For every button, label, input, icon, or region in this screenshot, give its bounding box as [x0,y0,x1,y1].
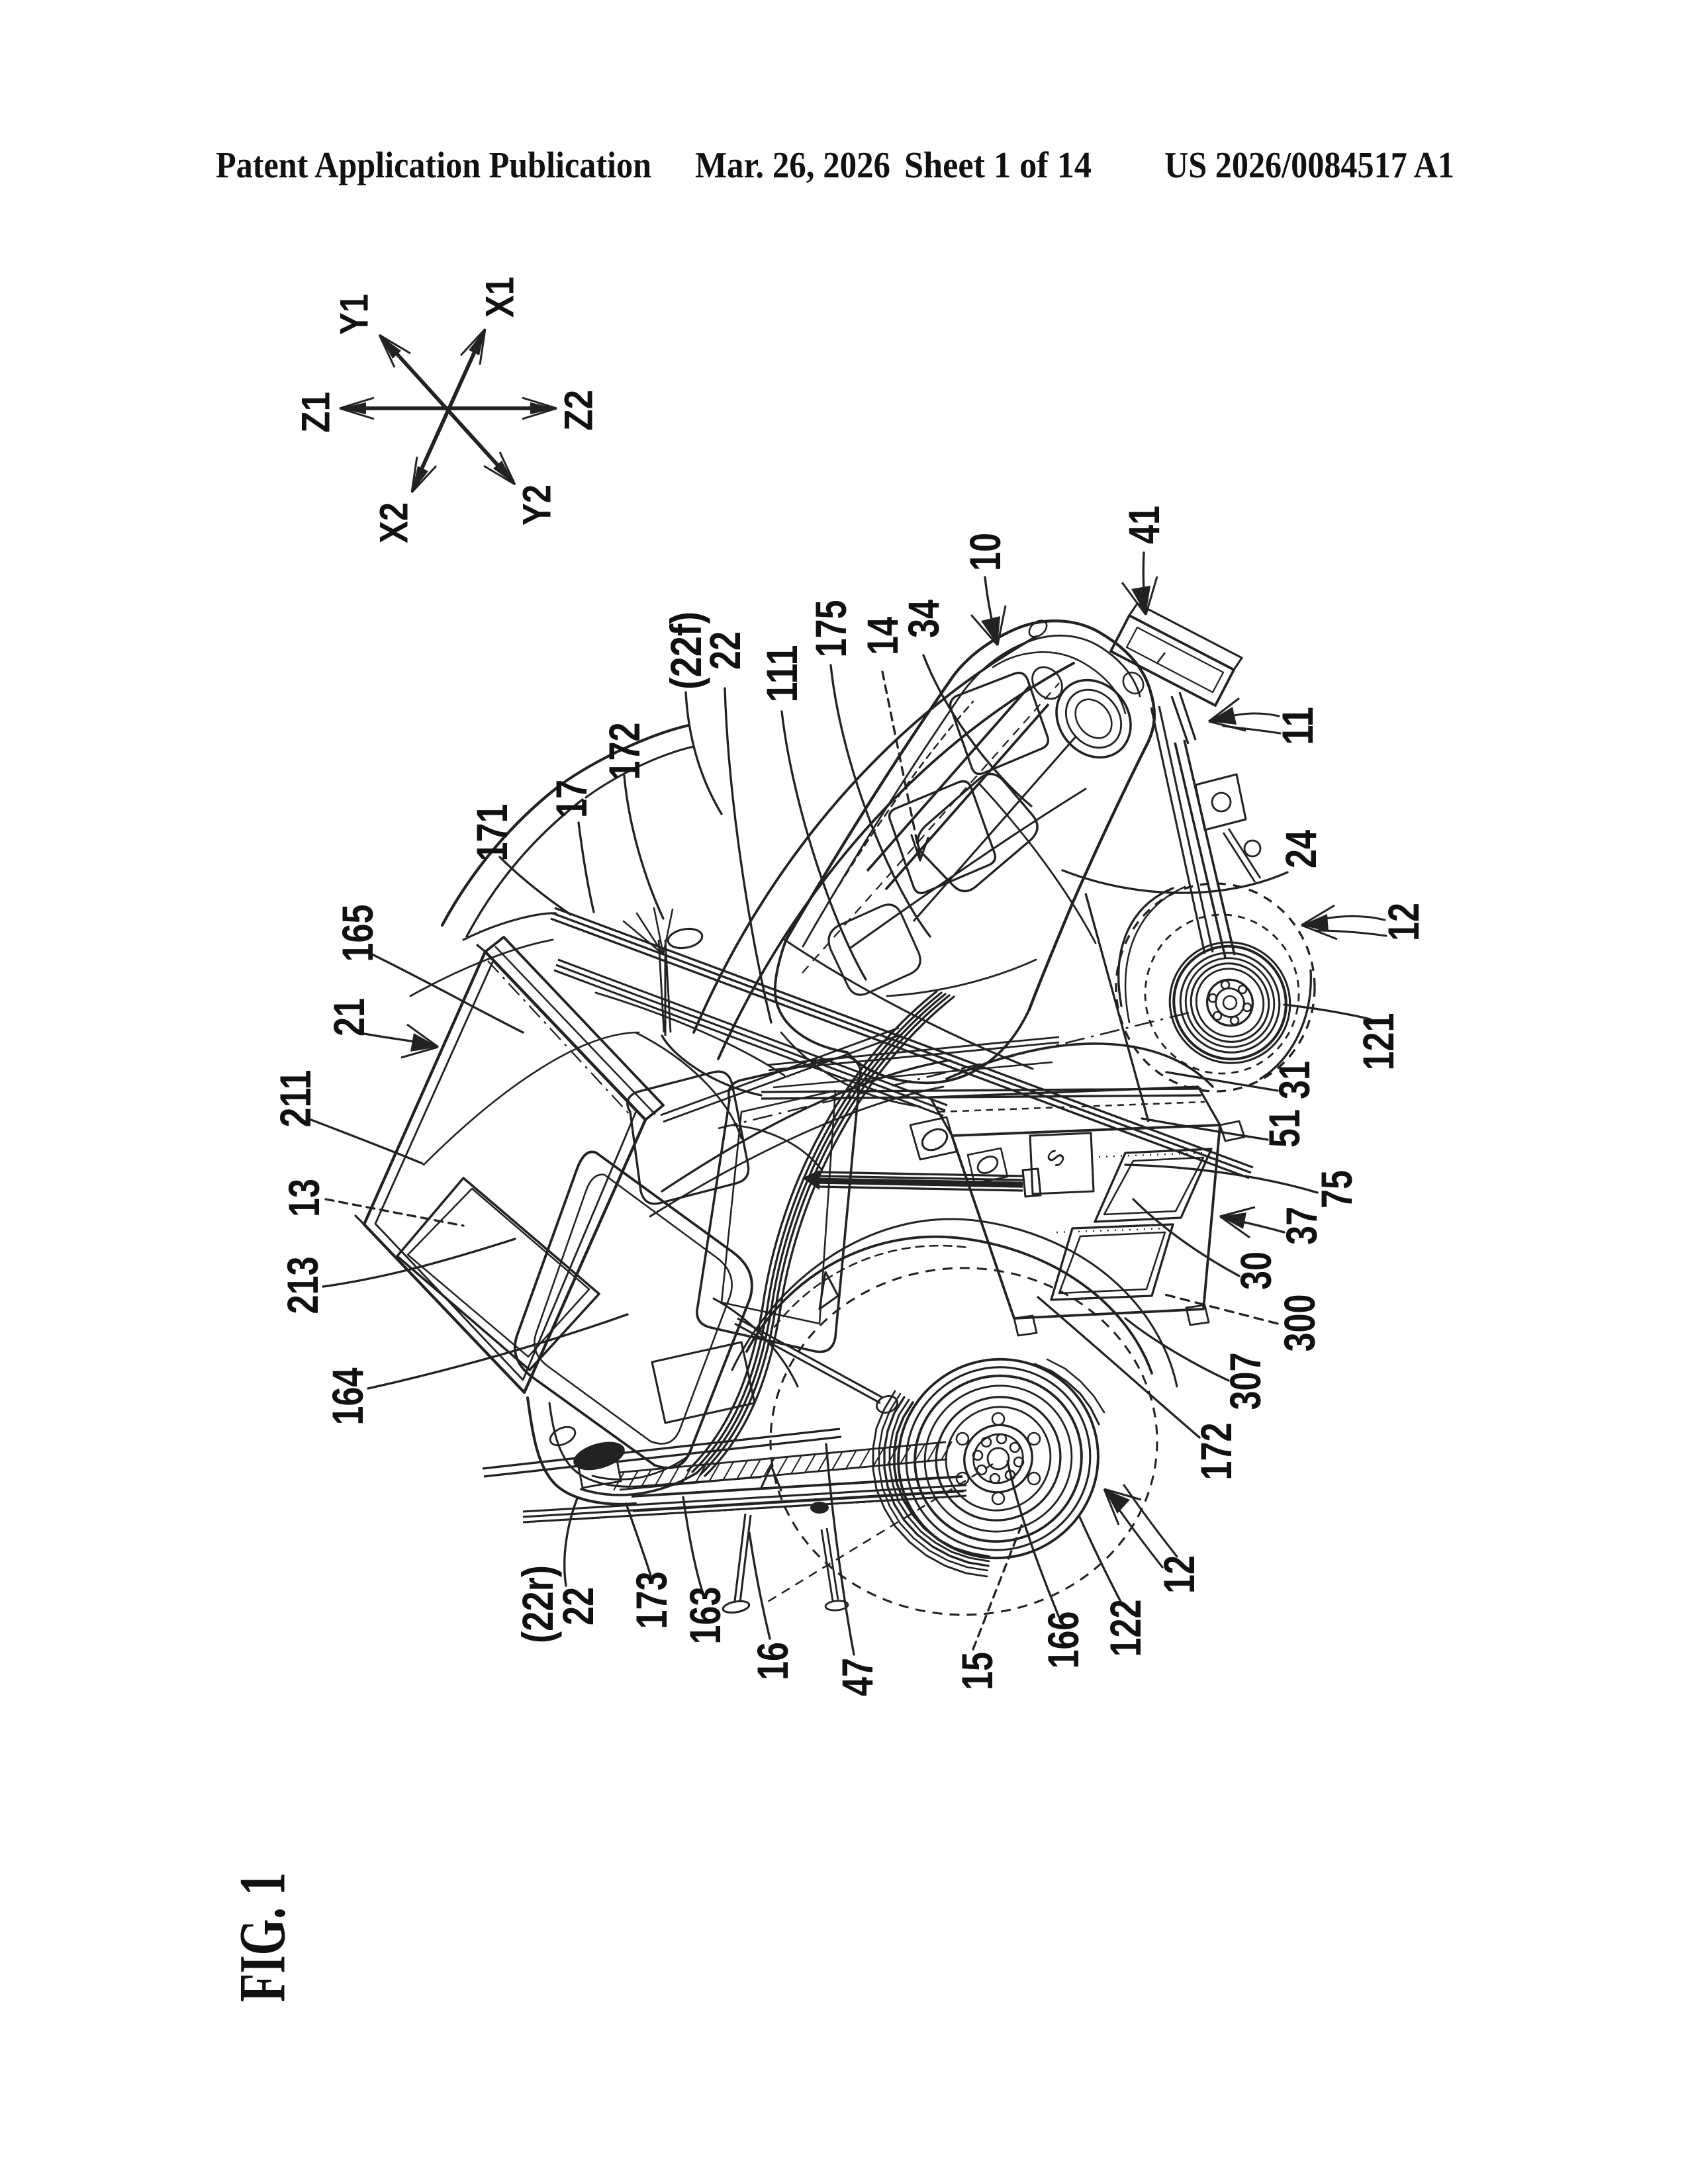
svg-text:30: 30 [1231,1251,1280,1290]
svg-text:X2: X2 [372,502,416,543]
svg-text:211: 211 [271,1070,320,1128]
svg-text:122: 122 [1101,1600,1150,1657]
svg-text:47: 47 [833,1658,882,1696]
svg-text:10: 10 [961,533,1009,571]
svg-text:300: 300 [1275,1295,1324,1352]
svg-text:16: 16 [748,1642,797,1680]
svg-text:14: 14 [858,617,907,655]
svg-text:Y1: Y1 [332,294,377,335]
svg-text:Z2: Z2 [557,390,601,431]
svg-text:12: 12 [1154,1555,1203,1594]
svg-text:31: 31 [1270,1061,1319,1099]
svg-text:Sheet 1 of 14: Sheet 1 of 14 [904,145,1092,186]
svg-text:US 2026/0084517 A1: US 2026/0084517 A1 [1164,145,1454,186]
svg-text:163: 163 [680,1587,729,1645]
svg-text:175: 175 [806,600,855,658]
svg-text:15: 15 [953,1652,1002,1690]
svg-text:17: 17 [547,780,596,818]
svg-text:X1: X1 [478,277,522,318]
svg-text:34: 34 [899,600,948,638]
svg-text:164: 164 [323,1367,372,1425]
svg-text:121: 121 [1354,1013,1403,1071]
svg-text:Z1: Z1 [294,392,338,433]
svg-text:Patent Application Publication: Patent Application Publication [216,145,651,186]
svg-text:13: 13 [279,1179,328,1217]
svg-text:FIG. 1: FIG. 1 [226,1872,299,2002]
svg-text:(22r): (22r) [513,1565,562,1643]
svg-text:75: 75 [1312,1170,1361,1208]
svg-text:307: 307 [1221,1353,1270,1410]
svg-text:Mar. 26, 2026: Mar. 26, 2026 [695,145,890,186]
svg-text:21: 21 [324,998,373,1036]
svg-text:24: 24 [1276,830,1325,868]
svg-text:22: 22 [700,631,749,670]
svg-text:41: 41 [1119,506,1168,544]
svg-text:37: 37 [1277,1206,1326,1245]
svg-text:12: 12 [1379,903,1428,941]
svg-text:213: 213 [278,1257,327,1314]
svg-text:S: S [1041,1145,1070,1172]
svg-text:111: 111 [757,645,806,703]
svg-text:51: 51 [1260,1109,1309,1148]
svg-text:166: 166 [1039,1612,1088,1669]
svg-text:Y2: Y2 [515,484,559,525]
svg-text:172: 172 [1192,1423,1241,1480]
svg-text:171: 171 [467,804,516,862]
svg-text:173: 173 [627,1572,676,1629]
svg-text:165: 165 [333,905,382,962]
svg-text:172: 172 [600,723,649,780]
svg-text:11: 11 [1273,707,1322,745]
svg-text:22: 22 [553,1587,602,1625]
svg-text:(22f): (22f) [661,612,710,690]
